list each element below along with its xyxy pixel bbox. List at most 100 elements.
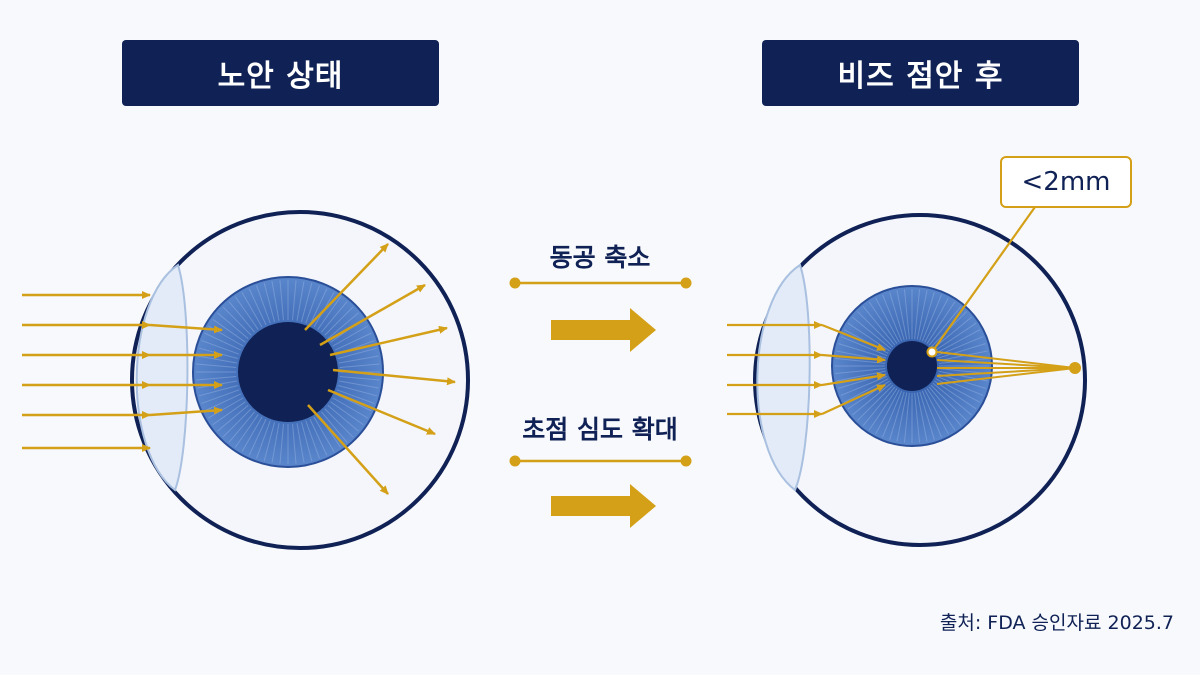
iris-striation (300, 422, 313, 461)
left-cornea (135, 263, 189, 492)
iris-striation (292, 280, 297, 321)
iris-striation (921, 390, 942, 438)
iris-striation (196, 363, 237, 368)
left-incoming-rays (22, 291, 223, 452)
iris-striation (332, 397, 368, 419)
right-arrow-icon (551, 484, 656, 528)
iris-striation (197, 355, 237, 364)
right-cornea (756, 263, 811, 492)
ray-out (329, 325, 448, 357)
iris-striation (228, 411, 255, 443)
ray-out (319, 283, 426, 347)
iris-striation (321, 301, 348, 333)
iris-striation (263, 283, 276, 322)
label-depth-of-focus: 초점 심도 확대 (522, 415, 678, 444)
iris-striation (321, 411, 348, 443)
connector-dot (509, 277, 521, 289)
iris-striation (338, 347, 377, 360)
iris-striation (835, 368, 886, 375)
iris-striation (309, 288, 328, 326)
iris-striation (339, 355, 379, 364)
iris-striation (248, 288, 267, 326)
iris-striation (857, 384, 894, 421)
ray-in (149, 323, 223, 334)
iris-striation (241, 416, 263, 452)
title-after-drops: 비즈 점안 후 (762, 40, 1079, 106)
ray-in (149, 406, 223, 417)
right-incoming-rays (727, 321, 886, 418)
iris-striation (222, 408, 252, 438)
iris-striation (919, 391, 935, 440)
iris-striation (339, 380, 379, 389)
right-focused-rays (936, 351, 1081, 385)
iris-striation (334, 393, 372, 412)
iris-striation (868, 301, 898, 344)
iris-striation (339, 363, 380, 368)
iris-striation (334, 332, 372, 351)
iris-striation (868, 388, 898, 431)
iris-striation (928, 386, 962, 426)
title-presbyopia: 노안 상태 (122, 40, 439, 106)
iris-striation (271, 423, 280, 463)
connector-dot (680, 455, 692, 467)
iris-striation (327, 312, 359, 339)
iris-striation (313, 416, 335, 452)
iris-striation (279, 423, 284, 464)
right-arrow-icon (551, 308, 656, 352)
iris-striation (934, 380, 977, 410)
iris-striation (889, 292, 905, 341)
iris-striation (279, 280, 284, 321)
iris-striation (217, 405, 249, 432)
ray-in (821, 384, 886, 415)
iris-striation (212, 318, 246, 343)
iris-striation (217, 312, 249, 339)
label-pupil-constriction: 동공 축소 (549, 243, 651, 272)
iris-striation (212, 401, 246, 426)
ray-out (332, 368, 456, 386)
connector-dot (509, 455, 521, 467)
ray-out (327, 388, 436, 436)
iris-striation (857, 311, 894, 348)
iris-striation (916, 290, 928, 340)
iris-striation (862, 306, 896, 346)
ray-focus (936, 367, 1076, 377)
iris-striation (256, 420, 271, 459)
ray-out (304, 243, 389, 331)
iris-striation (936, 375, 984, 396)
iris-striation (932, 382, 972, 416)
iris-striation (843, 378, 889, 403)
iris-striation (903, 289, 910, 340)
iris-striation (928, 306, 962, 346)
pupil-size-callout: <2mm (1000, 156, 1132, 208)
iris-striation (935, 329, 981, 354)
iris-striation (296, 281, 305, 321)
iris-striation (896, 392, 908, 442)
iris-striation (201, 389, 240, 404)
iris-striation (862, 386, 896, 426)
connector-dot (680, 277, 692, 289)
iris-striation (324, 408, 354, 438)
iris-striation (339, 376, 380, 381)
iris-striation (926, 388, 956, 431)
iris-striation (296, 423, 305, 463)
ray-focus (936, 367, 1076, 385)
iris-striation (882, 294, 903, 342)
right-pupil (887, 341, 937, 391)
iris-striation (924, 297, 949, 343)
iris-striation (921, 294, 942, 342)
left-eye (130, 210, 470, 550)
iris-striation (241, 292, 263, 328)
iris-striation (309, 418, 328, 456)
ray-in (821, 353, 886, 364)
iris-striation (292, 423, 297, 464)
iris-striation (332, 325, 368, 347)
iris-striation (896, 290, 908, 340)
ray-focus (936, 351, 1076, 369)
ray-in (821, 323, 886, 352)
iris-striation (840, 336, 888, 357)
iris-striation (336, 389, 375, 404)
iris-striation (196, 376, 237, 381)
iris-striation (875, 297, 900, 343)
left-scattered-rays (304, 243, 456, 495)
source-caption: 출처: FDA 승인자료 2025.7 (939, 612, 1174, 634)
